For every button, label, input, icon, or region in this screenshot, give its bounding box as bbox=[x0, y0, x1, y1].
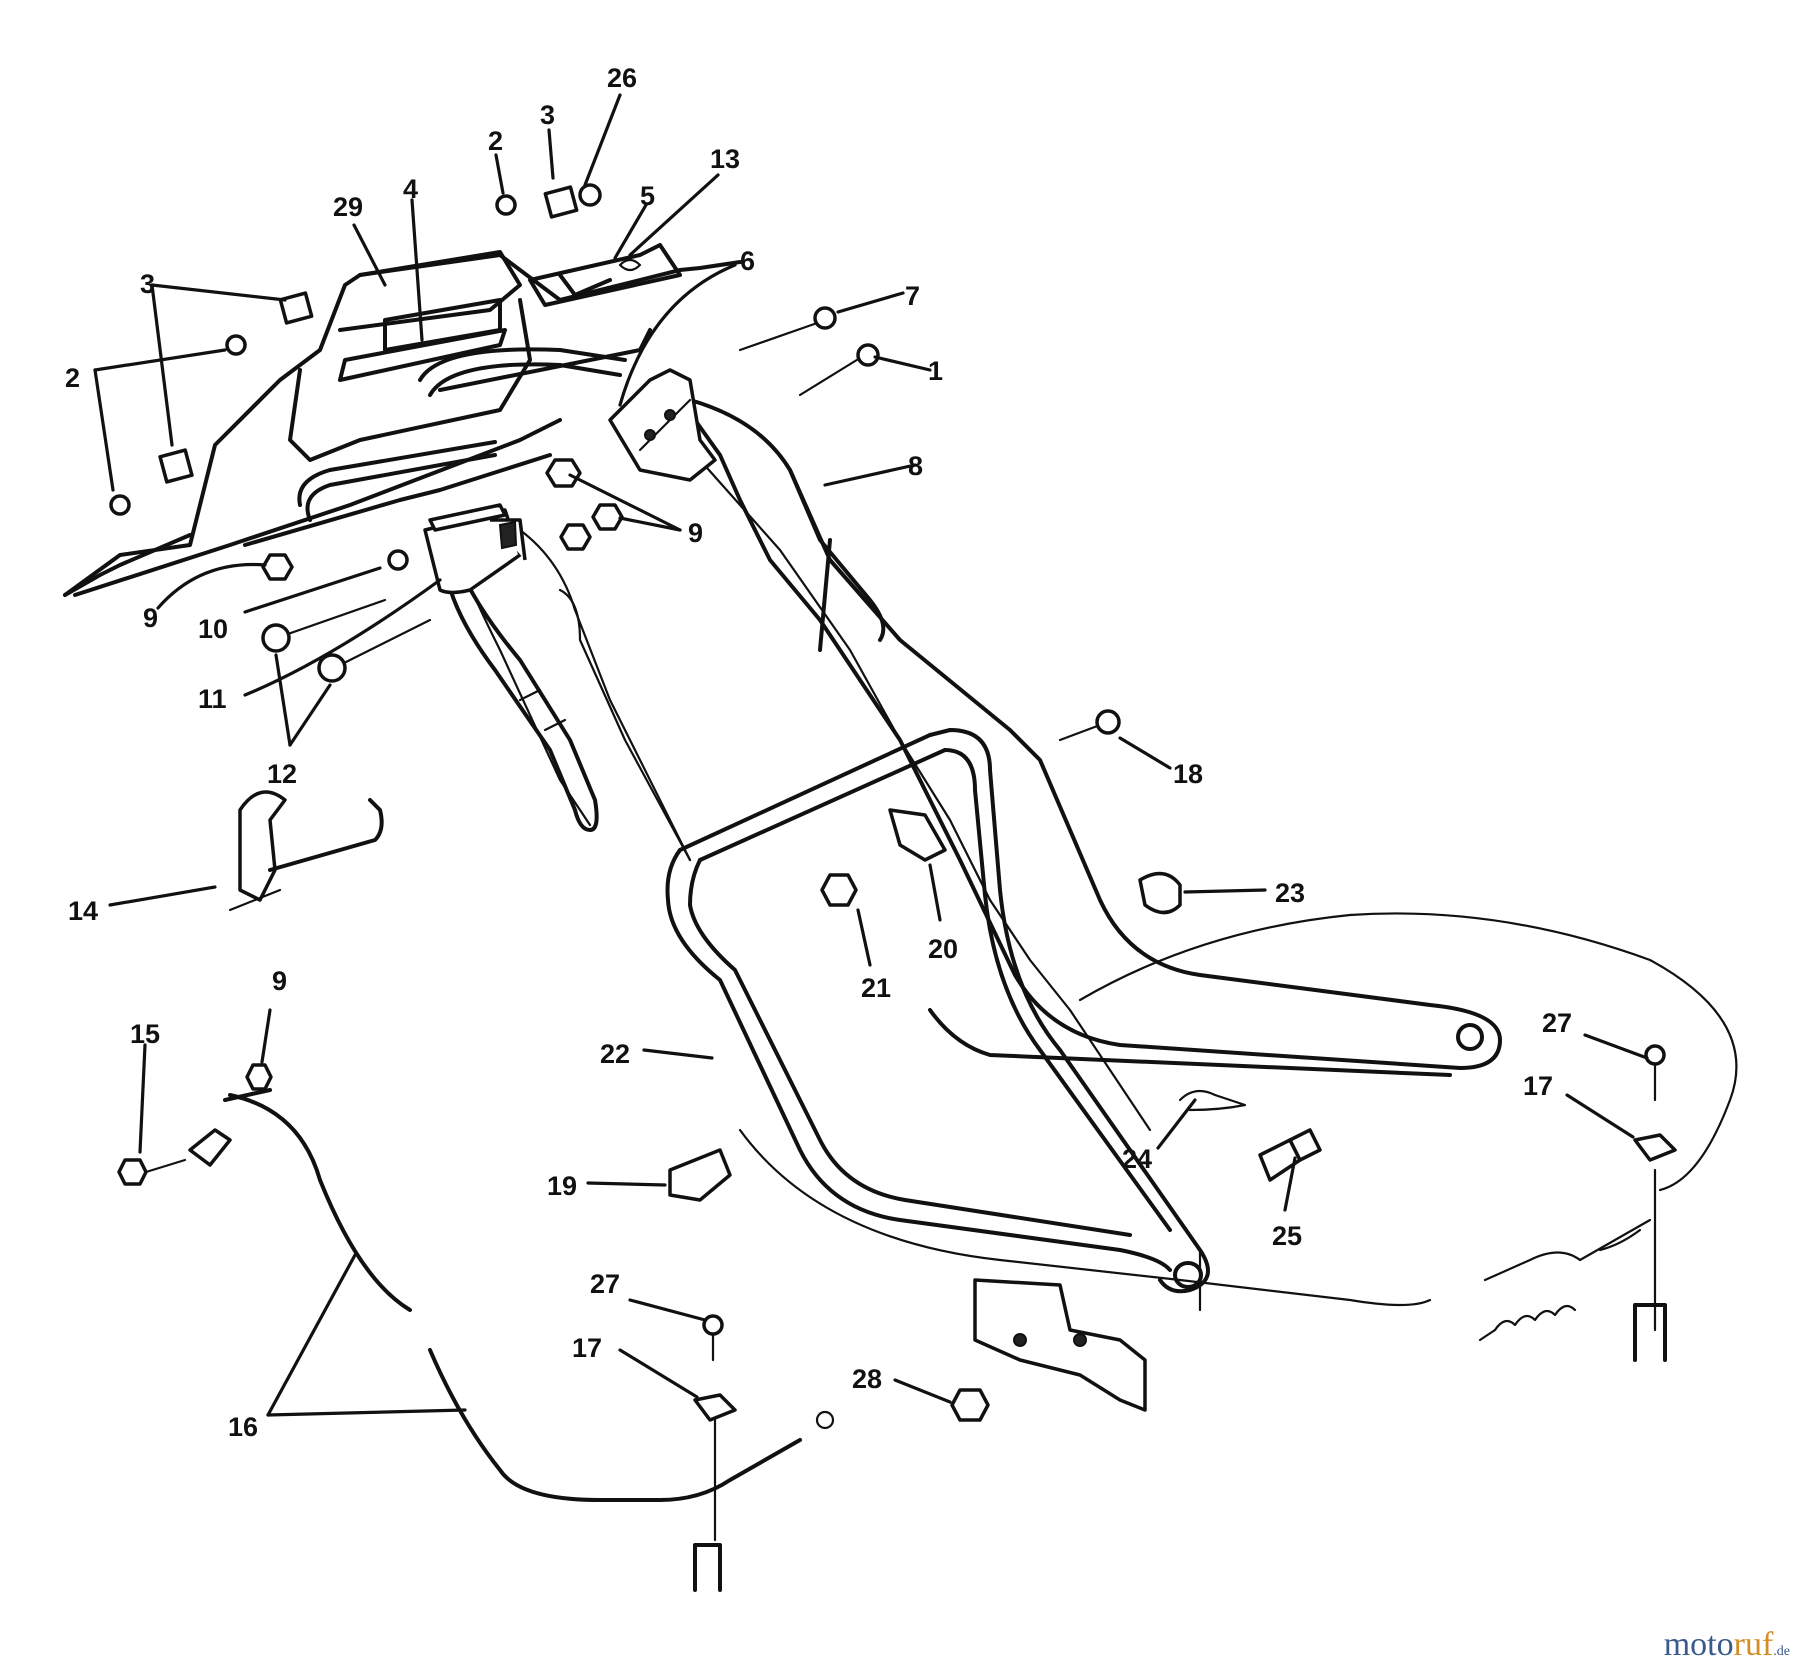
watermark-part-3: .de bbox=[1773, 1644, 1790, 1659]
control-rod bbox=[443, 553, 599, 832]
callout-4: 4 bbox=[403, 174, 418, 204]
callout-6: 6 bbox=[740, 246, 755, 276]
callout-20: 20 bbox=[928, 934, 958, 964]
callout-27: 27 bbox=[1542, 1008, 1572, 1038]
callout-16: 16 bbox=[228, 1412, 258, 1442]
callout-14: 14 bbox=[68, 896, 98, 926]
callout-11: 11 bbox=[198, 684, 227, 714]
callout-25: 25 bbox=[1272, 1221, 1302, 1251]
callout-18: 18 bbox=[1173, 759, 1203, 789]
hardware bbox=[109, 183, 1677, 1422]
shift-rod bbox=[188, 1088, 835, 1542]
watermark-part-1: moto bbox=[1663, 1626, 1734, 1663]
callout-29: 29 bbox=[333, 192, 363, 222]
callout-27: 27 bbox=[590, 1269, 620, 1299]
callout-labels: 26 3 13 2 5 29 4 6 7 3 1 2 8 9 9 10 11 1… bbox=[65, 63, 1572, 1442]
callout-17: 17 bbox=[1523, 1071, 1553, 1101]
callout-3: 3 bbox=[140, 269, 155, 299]
upper-handle bbox=[297, 347, 1502, 1077]
callout-19: 19 bbox=[547, 1171, 577, 1201]
mount-brackets bbox=[693, 1278, 1667, 1592]
lower-handle bbox=[665, 728, 1210, 1294]
callout-26: 26 bbox=[607, 63, 637, 93]
callout-22: 22 bbox=[600, 1039, 630, 1069]
callout-9: 9 bbox=[143, 603, 158, 633]
callout-17: 17 bbox=[572, 1333, 602, 1363]
callout-24: 24 bbox=[1122, 1144, 1152, 1174]
callout-10: 10 bbox=[198, 614, 228, 644]
watermark-logo: motoruf.de bbox=[1664, 1626, 1790, 1664]
callout-28: 28 bbox=[852, 1364, 882, 1394]
callout-3: 3 bbox=[540, 100, 555, 130]
callout-15: 15 bbox=[130, 1019, 160, 1049]
lever-assembly bbox=[228, 790, 384, 912]
bracket bbox=[608, 368, 717, 482]
callout-2: 2 bbox=[488, 126, 503, 156]
clutch-box bbox=[423, 503, 527, 595]
leader-lines bbox=[93, 93, 1649, 1417]
callout-13: 13 bbox=[710, 144, 740, 174]
callout-12: 12 bbox=[267, 759, 297, 789]
callout-5: 5 bbox=[640, 181, 655, 211]
callout-9: 9 bbox=[272, 966, 287, 996]
callout-2: 2 bbox=[65, 363, 80, 393]
callout-1: 1 bbox=[928, 356, 943, 386]
callout-21: 21 bbox=[861, 973, 891, 1003]
watermark-part-2: ruf bbox=[1733, 1626, 1774, 1663]
callout-8: 8 bbox=[908, 451, 923, 481]
callout-23: 23 bbox=[1275, 878, 1305, 908]
callout-7: 7 bbox=[905, 281, 920, 311]
spring bbox=[1478, 1304, 1577, 1342]
callout-9: 9 bbox=[688, 518, 703, 548]
control-panel bbox=[63, 243, 742, 597]
